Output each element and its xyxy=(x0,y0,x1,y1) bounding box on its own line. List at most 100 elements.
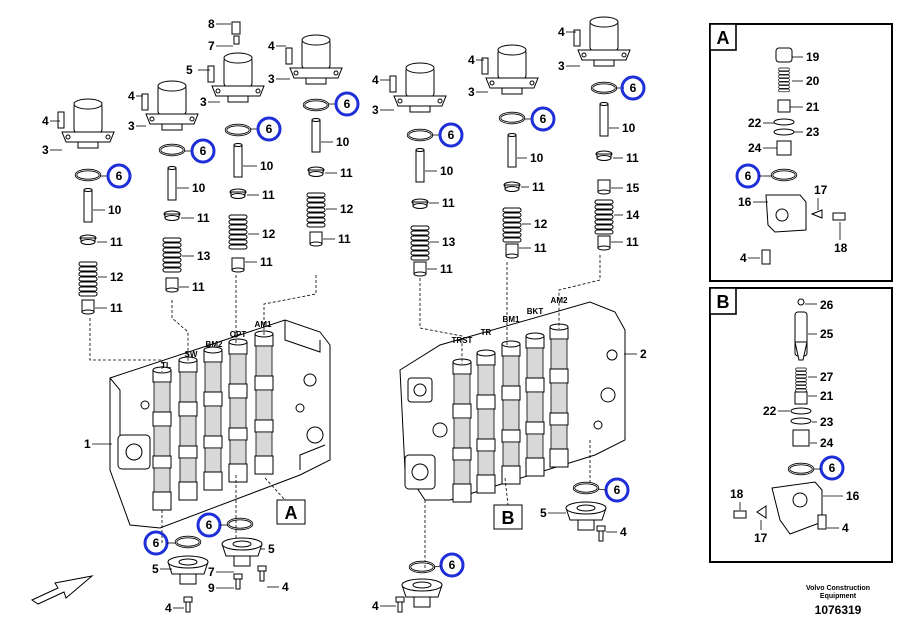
svg-text:OPT: OPT xyxy=(230,330,247,339)
svg-text:11: 11 xyxy=(440,262,453,276)
svg-text:BM2: BM2 xyxy=(206,340,223,349)
svg-text:19: 19 xyxy=(806,50,820,64)
svg-text:17: 17 xyxy=(814,183,828,197)
svg-text:AM2: AM2 xyxy=(551,296,568,305)
svg-text:10: 10 xyxy=(108,203,122,217)
svg-text:24: 24 xyxy=(748,141,762,155)
svg-text:6: 6 xyxy=(829,461,836,475)
highlight-ring xyxy=(106,163,132,189)
svg-text:11: 11 xyxy=(442,196,455,210)
svg-text:A: A xyxy=(285,503,298,523)
svg-text:12: 12 xyxy=(110,270,124,284)
svg-text:10: 10 xyxy=(440,164,454,178)
svg-text:4: 4 xyxy=(740,251,747,265)
svg-text:6: 6 xyxy=(116,169,123,183)
highlight-ring xyxy=(819,455,845,481)
svg-text:4: 4 xyxy=(165,601,172,615)
svg-text:BKT: BKT xyxy=(527,307,544,316)
svg-text:12: 12 xyxy=(340,202,354,216)
callout-b: B xyxy=(493,504,523,530)
svg-text:27: 27 xyxy=(820,370,834,384)
part-number-labels: 4 3 10 11 12 11 4 3 10 11 13 11 8 7 5 3 … xyxy=(42,17,647,615)
svg-text:3: 3 xyxy=(128,119,135,133)
svg-text:11: 11 xyxy=(338,232,351,246)
svg-text:22: 22 xyxy=(763,404,777,418)
svg-text:A: A xyxy=(717,28,730,48)
svg-text:11: 11 xyxy=(532,180,545,194)
svg-text:6: 6 xyxy=(448,128,455,142)
svg-text:11: 11 xyxy=(262,188,275,202)
svg-text:10: 10 xyxy=(192,181,206,195)
highlight-ring xyxy=(334,91,360,117)
solenoid-stack-3 xyxy=(207,21,265,273)
svg-text:2: 2 xyxy=(640,347,647,361)
svg-text:3: 3 xyxy=(468,85,475,99)
svg-text:24: 24 xyxy=(820,436,834,450)
company-line-2: Equipment xyxy=(819,593,857,600)
highlight-ring xyxy=(530,106,556,132)
highlight-ring xyxy=(190,138,216,164)
svg-text:11: 11 xyxy=(110,235,123,249)
svg-text:4: 4 xyxy=(372,73,379,87)
svg-text:3: 3 xyxy=(200,95,207,109)
svg-text:16: 16 xyxy=(846,489,860,503)
dashed-guide-lines xyxy=(89,255,601,570)
svg-text:11: 11 xyxy=(192,280,205,294)
svg-text:6: 6 xyxy=(344,97,351,111)
svg-text:21: 21 xyxy=(806,100,820,114)
svg-text:11: 11 xyxy=(197,211,210,225)
valve-labels: TL SW BM2 OPT AM1 TRST TR BM1 BKT AM2 xyxy=(161,296,568,370)
svg-text:7: 7 xyxy=(208,565,215,579)
svg-text:11: 11 xyxy=(260,255,273,269)
svg-text:8: 8 xyxy=(208,17,215,31)
svg-text:18: 18 xyxy=(730,487,744,501)
solenoid-stack-2 xyxy=(141,80,199,293)
svg-text:6: 6 xyxy=(266,122,273,136)
svg-text:9: 9 xyxy=(208,581,215,595)
svg-text:4: 4 xyxy=(468,53,475,67)
svg-text:10: 10 xyxy=(530,151,544,165)
svg-text:10: 10 xyxy=(336,135,350,149)
highlight-ring xyxy=(256,116,282,142)
svg-text:3: 3 xyxy=(372,103,379,117)
svg-text:10: 10 xyxy=(260,159,274,173)
svg-text:5: 5 xyxy=(186,63,193,77)
svg-text:TR: TR xyxy=(481,328,492,337)
svg-text:12: 12 xyxy=(262,227,276,241)
svg-text:23: 23 xyxy=(806,125,820,139)
svg-text:11: 11 xyxy=(626,235,639,249)
svg-text:TRST: TRST xyxy=(452,336,473,345)
highlight-ring xyxy=(620,75,646,101)
svg-text:B: B xyxy=(502,508,515,528)
svg-text:20: 20 xyxy=(806,74,820,88)
inset-panel-a: A 19 20 21 22 23 24 6 16 17 18 4 xyxy=(709,23,893,282)
svg-text:4: 4 xyxy=(842,521,849,535)
svg-text:6: 6 xyxy=(540,112,547,126)
svg-text:6: 6 xyxy=(200,144,207,158)
svg-text:23: 23 xyxy=(820,415,834,429)
svg-text:18: 18 xyxy=(834,241,848,255)
svg-text:4: 4 xyxy=(282,580,289,594)
svg-text:6: 6 xyxy=(449,558,456,572)
highlight-ring xyxy=(438,122,464,148)
svg-text:14: 14 xyxy=(626,208,640,222)
highlight-ring xyxy=(439,552,465,578)
company-name: Volvo Construction Equipment xyxy=(790,585,886,601)
callout-a: A xyxy=(276,499,306,525)
svg-text:5: 5 xyxy=(268,542,275,556)
svg-text:4: 4 xyxy=(42,114,49,128)
svg-text:AM1: AM1 xyxy=(255,320,272,329)
svg-text:10: 10 xyxy=(622,121,636,135)
svg-text:4: 4 xyxy=(558,25,565,39)
svg-text:SW: SW xyxy=(185,350,198,359)
svg-text:5: 5 xyxy=(152,562,159,576)
svg-text:21: 21 xyxy=(820,389,834,403)
solenoid-stack-5 xyxy=(389,62,447,277)
svg-text:26: 26 xyxy=(820,298,834,312)
direction-arrow xyxy=(30,575,94,605)
svg-text:3: 3 xyxy=(42,143,49,157)
svg-text:6: 6 xyxy=(153,536,160,550)
solenoid-stack-4 xyxy=(285,34,343,247)
svg-text:11: 11 xyxy=(626,151,639,165)
